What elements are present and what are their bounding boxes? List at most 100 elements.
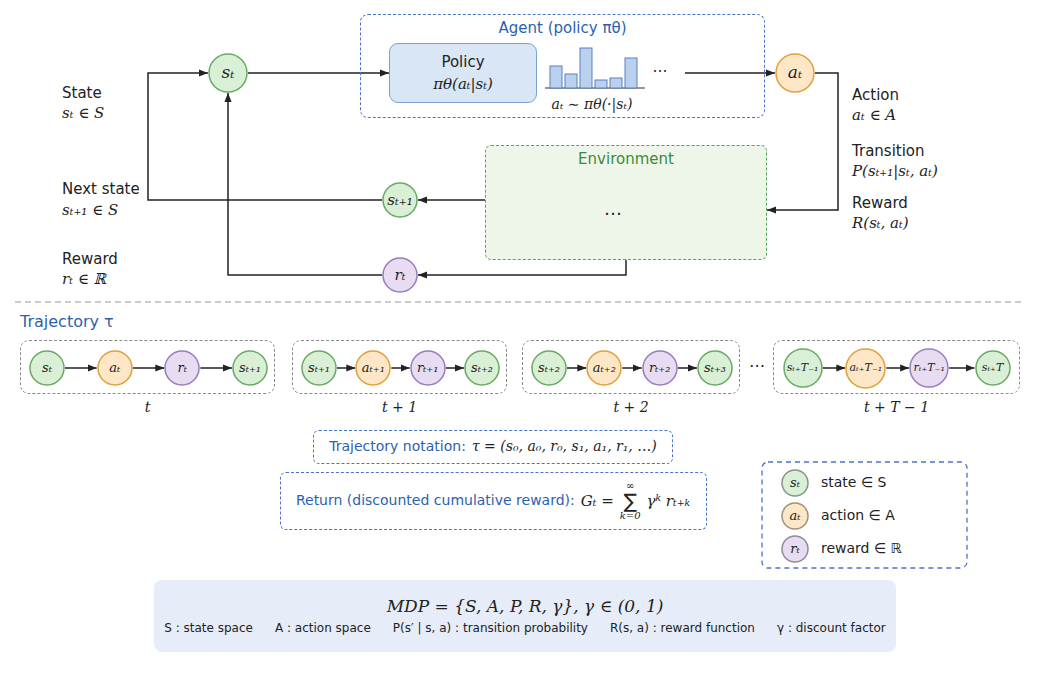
state-circle: sₜ₊T₋₁ [783, 348, 823, 388]
legend-text: state ∈ S [821, 474, 886, 492]
node-symbol: sₜ₊₁ [308, 360, 330, 376]
timestep-group: sₜ₊₁aₜ₊₁rₜ₊₁sₜ₊₂t + 1 [292, 340, 507, 394]
flow-arrow [678, 367, 697, 369]
ellipsis: … [604, 198, 622, 221]
ellipsis: ⋯ [749, 356, 765, 376]
flow-arrow [65, 367, 97, 369]
node-symbol: aₜ₊₂ [593, 360, 616, 376]
box-text: Policy [441, 53, 484, 72]
box-text: Gₜ = [581, 492, 614, 511]
flow-arrow [337, 367, 355, 369]
box-text: A : action space [275, 621, 371, 636]
action-circle: aₜ [97, 350, 133, 386]
reward-circle: rₜ₊₂ [642, 350, 678, 386]
box-text: S : state space [164, 621, 253, 636]
set-label: sₜ ∈ S [62, 104, 104, 123]
box-text: P(s′ | s, a) : transition probability [393, 621, 588, 636]
node-symbol: sₜ [222, 62, 235, 83]
flow-arrow [767, 73, 838, 210]
formula-label: P(sₜ₊₁|sₜ, aₜ) [852, 162, 938, 181]
flow-arrow [228, 93, 382, 275]
axis-label: Next state [62, 180, 140, 199]
flow-arrow [446, 367, 464, 369]
flow-arrow [418, 199, 485, 201]
action-circle: aₜ₊₁ [355, 350, 391, 386]
state-circle: sₜ₊T [975, 350, 1011, 386]
axis-label: Reward [852, 194, 908, 213]
action-circle: aₜ₊₂ [586, 350, 622, 386]
flow-arrow [391, 367, 409, 369]
box-text: γ : discount factor [777, 621, 886, 636]
timestep-group: sₜ₊₂aₜ₊₂rₜ₊₂sₜ₊₃t + 2 [522, 340, 740, 394]
flow-arrow [823, 367, 846, 369]
state-circle: sₜ₊₁ [382, 182, 418, 218]
node-symbol: rₜ [178, 360, 187, 376]
reward-circle: rₜ [382, 257, 418, 293]
node-symbol: sₜ₊T [982, 361, 1004, 375]
time-label: t + T − 1 [774, 399, 1019, 417]
formula-part: k=0 [620, 511, 641, 521]
sampling-label: aₜ ∼ πθ(·|sₜ) [552, 96, 633, 114]
state-circle: sₜ [29, 350, 65, 386]
box-text: τ = (s₀, a₀, r₀, s₁, a₁, r₁, …) [472, 438, 657, 456]
flow-arrow [886, 367, 909, 369]
box-text: πθ(aₜ|sₜ) [433, 75, 493, 94]
flow-arrow [622, 367, 641, 369]
reward-circle: rₜ [164, 350, 200, 386]
node-symbol: sₜ₊₁ [239, 360, 261, 376]
legend-symbol: sₜ [790, 475, 800, 491]
axis-label: State [62, 84, 102, 103]
flow-arrow [418, 260, 626, 275]
policy-box: Policy πθ(aₜ|sₜ) [389, 43, 537, 103]
state-circle: sₜ₊₂ [464, 350, 500, 386]
node-symbol: sₜ₊₂ [538, 360, 560, 376]
node-symbol: aₜ₊T₋₁ [850, 361, 883, 375]
ellipsis: … [653, 58, 668, 77]
node-symbol: sₜ₊T₋₁ [787, 361, 819, 375]
box-text: R(s, a) : reward function [610, 621, 755, 636]
state-circle: sₜ₊₂ [531, 350, 567, 386]
reward-circle: rₜ₊₁ [410, 350, 446, 386]
time-label: t [21, 399, 274, 417]
reward-circle: rₜ₊T₋₁ [909, 348, 949, 388]
node-symbol: sₜ [42, 360, 52, 376]
flow-arrow [200, 367, 232, 369]
node-symbol: rₜ [395, 266, 406, 285]
node-symbol: rₜ₊₁ [417, 360, 439, 376]
time-label: t + 1 [293, 399, 506, 417]
timestep-group: sₜaₜrₜsₜ₊₁t [20, 340, 275, 394]
timestep-group: sₜ₊T₋₁aₜ₊T₋₁rₜ₊T₋₁sₜ₊Tt + T − 1 [773, 340, 1020, 394]
box-text: MDP = {S, A, P, R, γ}, γ ∈ (0, 1) [387, 596, 664, 617]
box-text: Trajectory notation: [329, 438, 466, 456]
node-symbol: aₜ₊₁ [362, 360, 385, 376]
state-circle: sₜ [208, 53, 248, 93]
axis-label: Action [852, 86, 899, 105]
flow-arrow [685, 72, 775, 74]
time-label: t + 2 [523, 399, 739, 417]
legend-symbol: aₜ [790, 508, 801, 524]
mdp-box: MDP = {S, A, P, R, γ}, γ ∈ (0, 1) S : sta… [154, 580, 896, 652]
node-symbol: sₜ₊₁ [387, 191, 412, 210]
environment-box: Environment [485, 145, 767, 260]
section-separator [15, 301, 1024, 302]
node-symbol: aₜ [788, 62, 802, 83]
node-symbol: rₜ₊T₋₁ [913, 361, 944, 375]
formula-part: ∑ [623, 491, 636, 511]
state-circle: sₜ₊₁ [301, 350, 337, 386]
node-symbol: aₜ [109, 360, 120, 376]
legend-symbol: rₜ [790, 541, 799, 557]
section-title: Trajectory τ [20, 312, 114, 332]
flow-arrow [148, 73, 382, 200]
box-text: Return (discounted cumulative reward): [296, 492, 575, 510]
state-circle: sₜ₊₁ [232, 350, 268, 386]
box-text: γᵏ rₜ₊ₖ [647, 492, 690, 511]
legend-box [762, 462, 967, 568]
node-symbol: sₜ₊₂ [471, 360, 493, 376]
action-distribution-chart [545, 48, 645, 88]
node-symbol: sₜ₊₃ [704, 360, 726, 376]
axis-label: Transition [852, 142, 925, 161]
notation-box: Trajectory notation: τ = (s₀, a₀, r₀, s₁,… [313, 430, 673, 464]
box-title: Agent (policy πθ) [361, 19, 764, 38]
set-label: sₜ₊₁ ∈ S [62, 201, 118, 220]
legend-text: reward ∈ ℝ [821, 540, 902, 558]
